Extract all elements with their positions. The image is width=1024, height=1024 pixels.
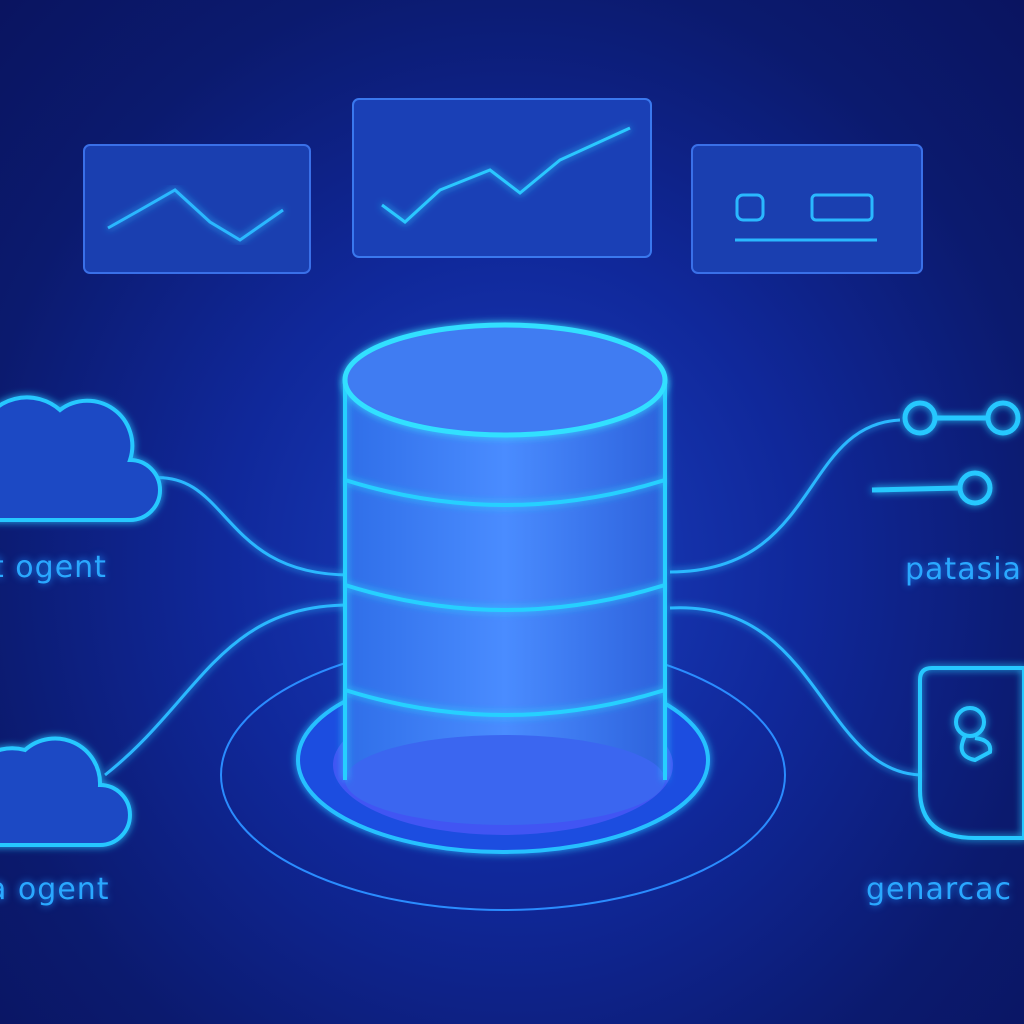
cloud-icon: [0, 395, 162, 522]
label-right-bottom: genarcac: [866, 872, 1012, 907]
toggle-panel: [691, 144, 923, 274]
shield-user-icon: [918, 666, 1024, 840]
connector-lines: [104, 418, 921, 777]
database-icon: [342, 322, 668, 825]
node-link-icon: [871, 400, 1021, 506]
label-left-top: t ogent: [0, 550, 107, 585]
label-left-bottom: a ogent: [0, 872, 110, 907]
line-chart-panel: [83, 144, 311, 274]
trend-chart-panel: [352, 98, 652, 258]
label-right-top: patasia: [905, 552, 1022, 587]
cloud-icon: [0, 736, 132, 847]
